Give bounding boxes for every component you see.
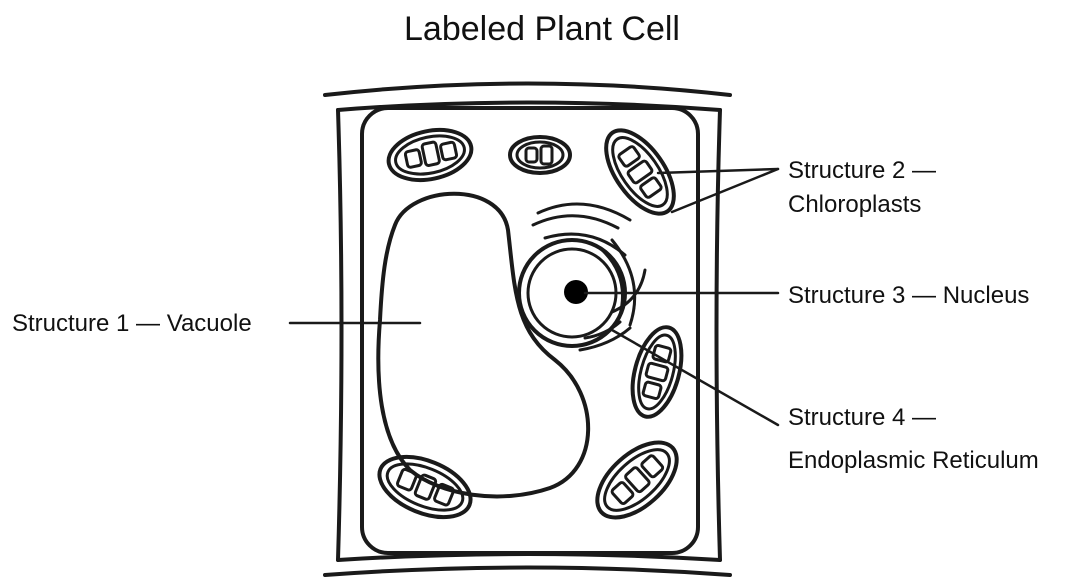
label-structure-4-endoplasmic-reticulum: Endoplasmic Reticulum: [788, 447, 1039, 474]
chloroplast-bottom-left: [371, 445, 479, 529]
label-structure-4-line1: Structure 4 —: [788, 404, 936, 431]
chloroplast-middle-right: [624, 322, 690, 422]
endoplasmic-reticulum: [533, 204, 645, 350]
label-structure-2-chloroplasts: Chloroplasts: [788, 191, 921, 218]
label-structure-3-nucleus: Structure 3 — Nucleus: [788, 282, 1029, 309]
diagram-title: Labeled Plant Cell: [404, 10, 680, 48]
chloroplast-top-left: [384, 123, 476, 187]
label-structure-1-vacuole: Structure 1 — Vacuole: [12, 310, 252, 337]
leader-structure2-b: [672, 169, 778, 212]
chloroplast-top-middle: [510, 137, 570, 173]
label-structure-2-line1: Structure 2 —: [788, 157, 936, 184]
chloroplast-bottom-right: [584, 429, 690, 532]
